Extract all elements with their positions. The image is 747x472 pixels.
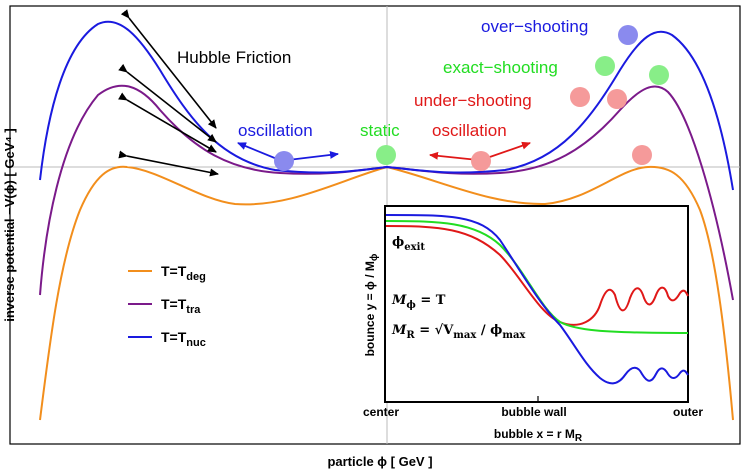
inset-y-title: bounce y = ϕ / Mϕ: [363, 253, 380, 356]
inset-curve-red: [385, 225, 689, 326]
label-under-shooting: under−shooting: [414, 91, 532, 110]
ball-over-shooting: [618, 25, 638, 45]
osc-left-arrow-in: [287, 150, 339, 161]
legend-label-tra: T=Ttra: [161, 296, 201, 316]
inset-curve-blue: [385, 214, 689, 385]
legend-label-nuc: T=Tnuc: [161, 329, 206, 349]
label-oscillation-left: oscillation: [238, 121, 313, 140]
hubble-arrow-4: [118, 150, 219, 177]
inset-x-title: bubble x = r MR: [494, 427, 583, 444]
osc-right-arrow-in: [429, 151, 479, 161]
ball-oscillation-right: [471, 151, 491, 171]
inset-xtick-bubble-wall: bubble wall: [501, 405, 566, 419]
curve-blue: [39, 20, 734, 191]
label-exact-shooting: exact−shooting: [443, 58, 558, 77]
legend: T=Tdeg T=Ttra T=Tnuc: [128, 263, 206, 349]
x-axis-title: particle ϕ [ GeV ]: [327, 454, 432, 469]
ball-under-shooting-1: [570, 87, 590, 107]
ball-exact-shooting-peak: [649, 65, 669, 85]
inset-phi-exit: ϕexit: [392, 235, 425, 253]
label-oscillation-right: oscillation: [432, 121, 507, 140]
plot-frame: [9, 5, 741, 445]
ball-under-shooting-2: [607, 89, 627, 109]
label-static: static: [360, 121, 400, 140]
label-over-shooting: over−shooting: [481, 17, 588, 36]
hubble-arrow-1: [120, 9, 217, 129]
inset-plot: ϕexit Mϕ = T MR = √Vmax / ϕmax center bu…: [363, 205, 703, 444]
hubble-arrow-3: [118, 92, 217, 153]
ball-static: [376, 145, 396, 165]
ball-oscillation-left: [274, 151, 294, 171]
label-hubble-friction: Hubble Friction: [177, 48, 291, 67]
legend-label-deg: T=Tdeg: [161, 263, 206, 283]
ball-exact-shooting: [595, 56, 615, 76]
inset-eq-m-r: MR = √Vmax / ϕmax: [391, 323, 526, 341]
inset-xtick-outer: outer: [673, 405, 703, 419]
y-axis-title: inverse potential −V(ϕ) [ GeV⁴ ]: [2, 128, 17, 322]
inset-eq-m-phi: Mϕ = T: [391, 293, 446, 311]
inset-xtick-center: center: [363, 405, 399, 419]
ball-under-shooting-peak: [632, 145, 652, 165]
osc-right-arrow-out: [483, 141, 531, 160]
